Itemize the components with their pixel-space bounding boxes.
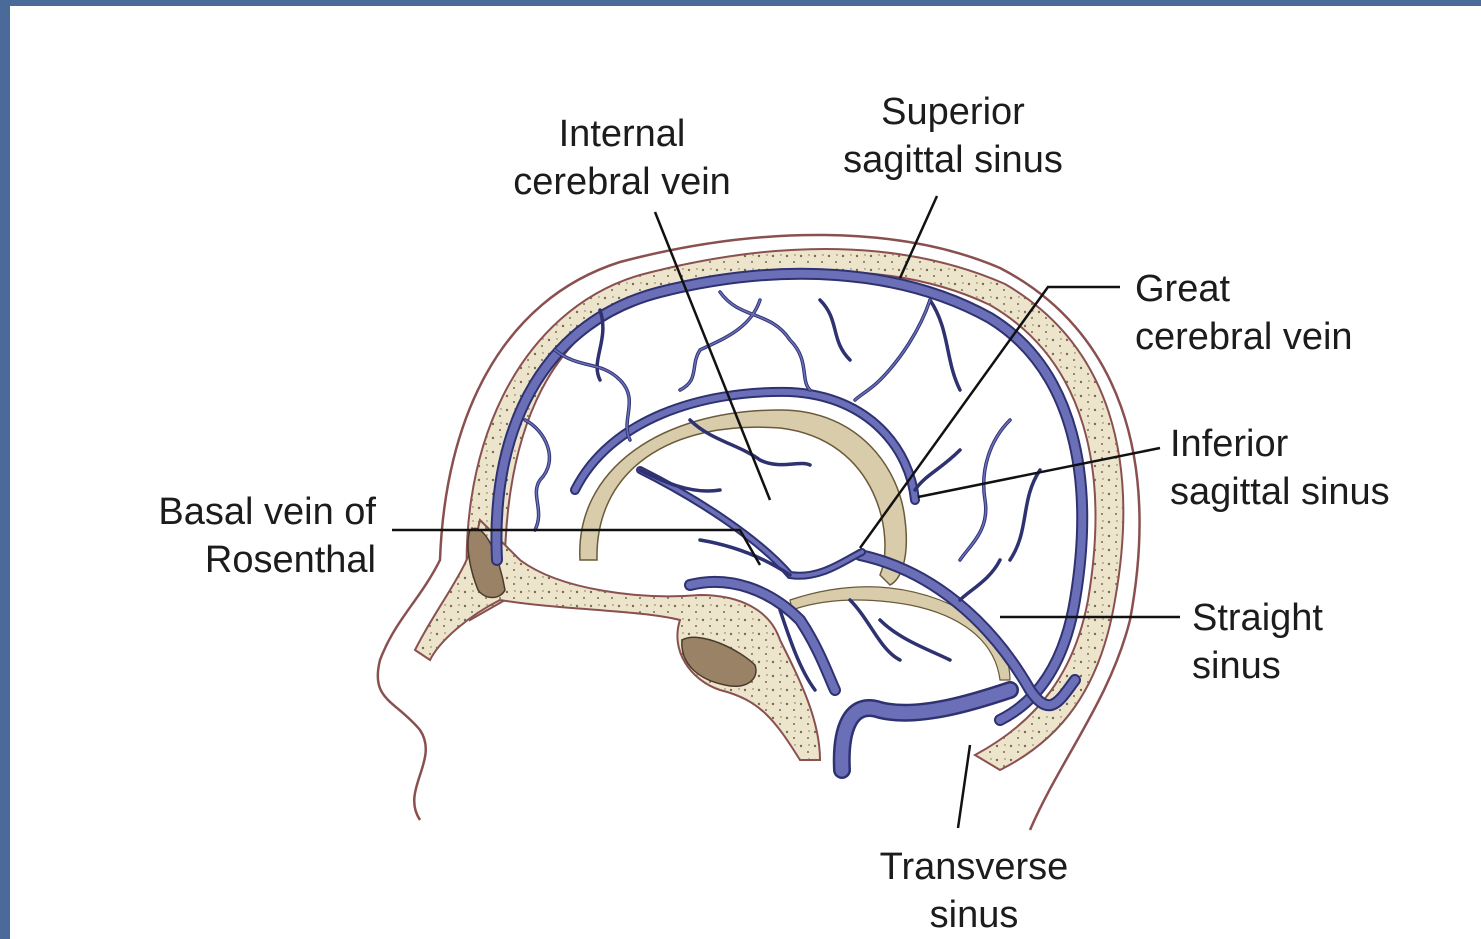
label-line: cerebral vein (500, 158, 744, 206)
label-line: Rosenthal (130, 536, 376, 584)
label-inferior-sagittal-sinus: Inferior sagittal sinus (1170, 420, 1390, 516)
label-transverse-sinus: Transverse sinus (870, 843, 1078, 939)
label-line: Basal vein of (130, 488, 376, 536)
label-line: Superior (828, 88, 1078, 136)
label-line: sagittal sinus (828, 136, 1078, 184)
label-line: sagittal sinus (1170, 468, 1390, 516)
label-line: sinus (870, 891, 1078, 939)
label-line: cerebral vein (1135, 313, 1353, 361)
label-great-cerebral-vein: Great cerebral vein (1135, 265, 1353, 361)
label-line: Transverse (870, 843, 1078, 891)
label-basal-vein-of-rosenthal: Basal vein of Rosenthal (130, 488, 376, 584)
label-line: Straight (1192, 594, 1323, 642)
leader-basal-vein (392, 530, 760, 565)
leader-transverse-sinus (958, 745, 970, 828)
label-line: sinus (1192, 642, 1323, 690)
label-line: Great (1135, 265, 1353, 313)
label-internal-cerebral-vein: Internal cerebral vein (500, 110, 744, 206)
label-line: Internal (500, 110, 744, 158)
label-line: Inferior (1170, 420, 1390, 468)
label-superior-sagittal-sinus: Superior sagittal sinus (828, 88, 1078, 184)
label-straight-sinus: Straight sinus (1192, 594, 1323, 690)
